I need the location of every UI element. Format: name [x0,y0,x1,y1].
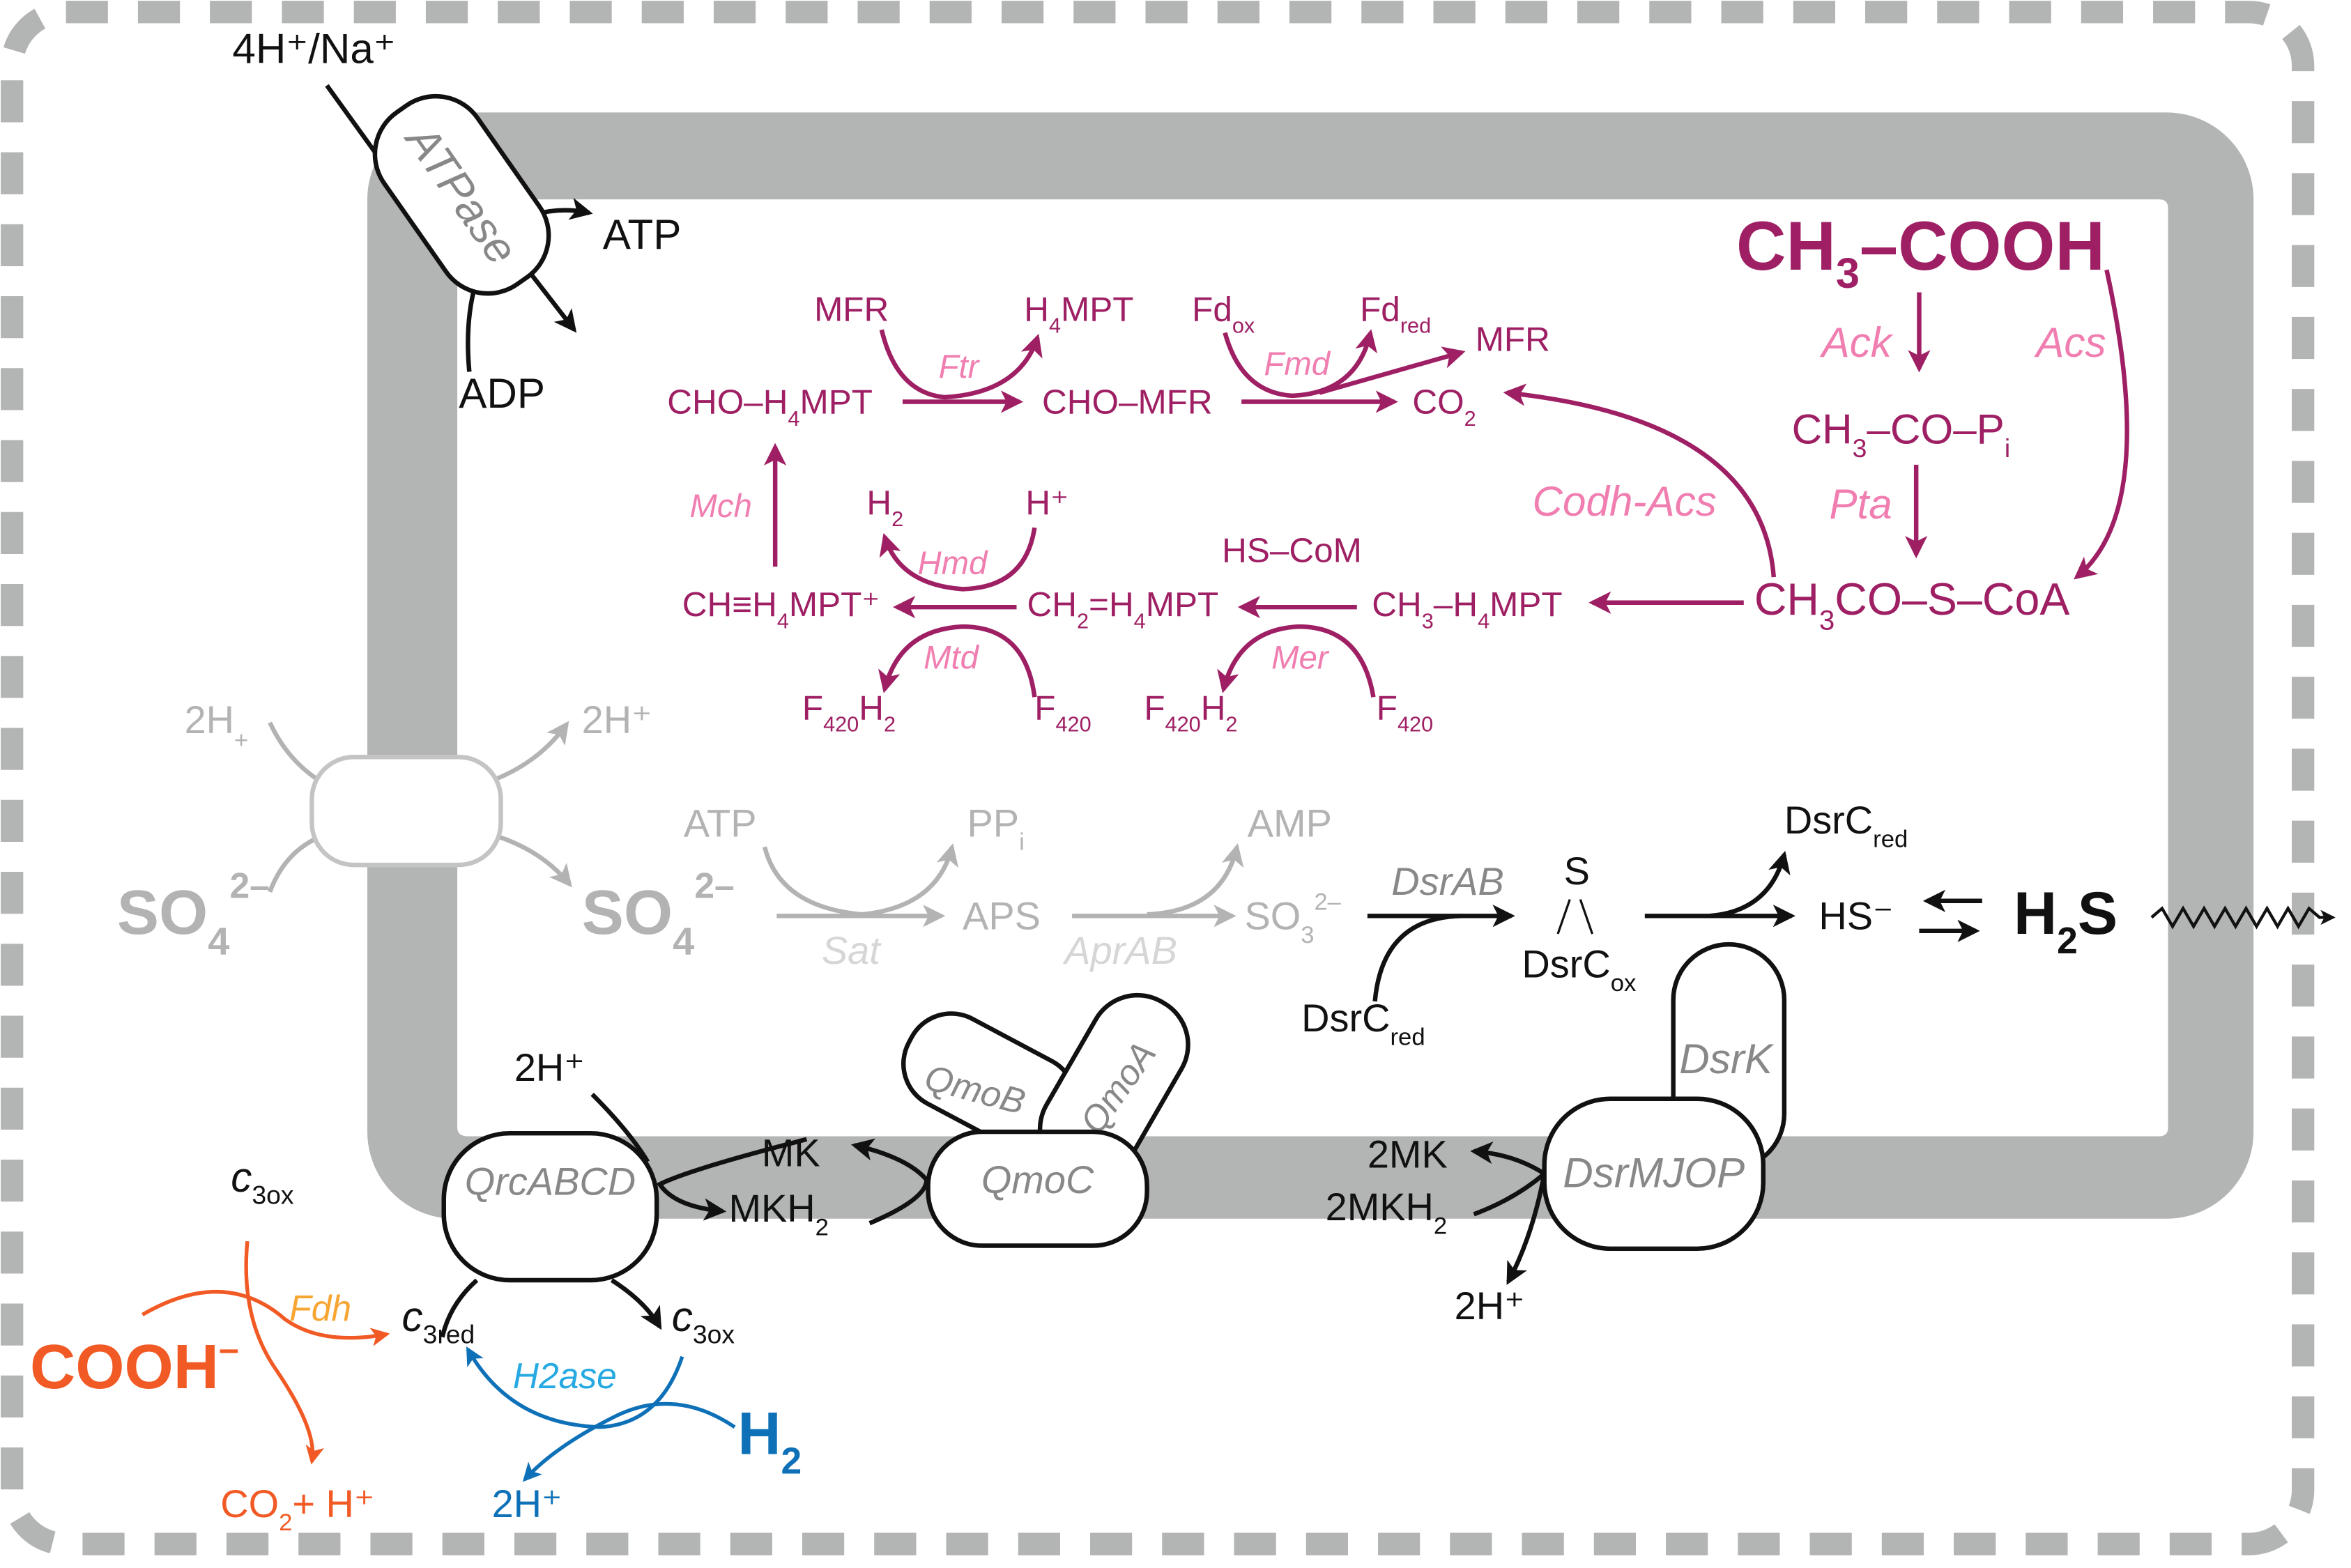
dsrc-red-in: DsrCred [1301,996,1425,1050]
f420-a: F420 [1034,689,1091,737]
methenyl-h4mpt: CH≡H4MPT⁺ [682,585,880,633]
sulfate-reduction: 2H+ 2H⁺ SO42– SO42– ATP PPi AMP Sat APS … [117,698,1342,972]
c3-reduced: c3red [402,1293,475,1348]
hs-com: HS–CoM [1222,532,1362,570]
methylene-h4mpt: CH2=H4MPT [1027,585,1219,633]
methyl-branch: MFR H4MPT Ftr Fdox Fdred MFR Fmd CHO–H4M… [667,290,1562,736]
mer-enzyme: Mer [1271,639,1330,676]
methyl-h4mpt: CH3–H4MPT [1372,585,1562,633]
atpase-protein [372,93,551,296]
atpase-group: ATPase 4H⁺/Na⁺ ATP ADP [232,24,681,417]
c3-ox-periplasm: c3ox [231,1153,294,1209]
mk-oxidized: MK [762,1131,820,1175]
h4mpt-out: H4MPT [1024,290,1133,337]
formyl-mfr: CHO–MFR [1042,383,1213,422]
ppi: PPi [967,801,1024,855]
acetyl-phosphate: CH3–CO–Pi [1792,406,2011,463]
co2-product: CO2 [1412,383,1476,431]
dsr-pathway: DsrAB S DsrCox DsrCred DsrCred HS⁻ H2S D… [1301,798,2336,1328]
amp: AMP [1248,801,1332,845]
fd-red: Fdred [1360,290,1431,337]
formyl-h4mpt: CHO–H4MPT [667,383,873,431]
ack-enzyme: Ack [1820,318,1894,366]
proton-out: 2H⁺ [582,698,652,741]
proton-in: 2H+ [185,698,249,754]
co2-plus-proton: CO2+ H⁺ [220,1482,374,1536]
codh-acs-enzyme: Codh-Acs [1532,477,1716,525]
h-plus: H⁺ [1025,484,1069,522]
acetate-substrate: CH3–COOH [1736,207,2105,297]
dsrab-enzyme: DsrAB [1391,859,1504,903]
fmd-enzyme: Fmd [1264,346,1331,383]
h2ase-enzyme: H2ase [513,1355,617,1396]
h2-product: H2 [866,484,903,531]
mkh2-reduced: MKH2 [728,1186,829,1240]
hydrogen-gas: H2 [737,1401,802,1482]
c3-oxidized: c3ox [672,1293,735,1348]
qmoc-protein [926,1129,1149,1248]
f420h2-b: F420H2 [1144,689,1237,737]
f420h2-a: F420H2 [802,689,896,737]
atp-label: ATP [603,210,682,258]
dsrk-label: DsrK [1679,1035,1775,1082]
mfr-out: MFR [1476,320,1550,358]
sat-enzyme: Sat [822,928,882,972]
mfr-in: MFR [814,290,889,328]
h2-protons: 2H⁺ [492,1482,562,1525]
formate: COOH– [30,1328,239,1402]
sulfur-atom: S [1564,849,1590,893]
hydrosulfide: HS⁻ [1818,894,1893,938]
sulfite: SO32– [1244,889,1341,948]
sulfate-outside: SO42– [117,865,270,963]
atpase-ion-label: 4H⁺/Na⁺ [232,24,395,72]
acetate-activation: CH3–COOH Ack Acs CH3–CO–Pi Pta CH3CO–S–C… [1503,207,2129,636]
outer-cell-boundary [1,1,2315,1555]
dsrc-red-out: DsrCred [1784,798,1908,852]
dsrc-ox: DsrCox [1522,941,1636,996]
periplasmic-electron-donors: c3ox Fdh COOH– CO2+ H⁺ H2ase H2 2H⁺ [30,1153,802,1536]
qrc-protons: 2H⁺ [514,1045,585,1089]
dsrmjop-protein [1542,1096,1766,1252]
atp-sat: ATP [684,801,757,845]
adp-label: ADP [459,369,545,417]
fd-ox: Fdox [1192,290,1255,337]
two-mkh2: 2MKH2 [1326,1185,1448,1239]
f420-b: F420 [1377,689,1433,737]
ftr-enzyme: Ftr [939,348,981,385]
acetyl-coa: CH3CO–S–CoA [1754,574,2070,636]
mch-enzyme: Mch [690,488,752,525]
dsr-protons: 2H⁺ [1455,1284,1525,1328]
qrc-qmo-complexes: 2H⁺ QrcABCD MK MKH2 QmoB QmoA QmoC c3red… [402,992,1190,1348]
mtd-enzyme: Mtd [924,639,980,676]
qrcabcd-protein [441,1130,659,1283]
sulfate-inside: SO42– [582,865,735,963]
two-mk: 2MK [1368,1132,1448,1176]
qrcabcd-label: QrcABCD [465,1159,636,1203]
hmd-enzyme: Hmd [918,545,989,582]
qmoc-label: QmoC [981,1158,1094,1201]
acs-enzyme: Acs [2034,318,2106,366]
hydrogen-sulfide: H2S [2014,880,2118,962]
pta-enzyme: Pta [1829,480,1892,528]
sulfate-transporter [309,755,503,868]
h2s-diffusion-arrow [2150,905,2336,930]
dsrmjop-label: DsrMJOP [1563,1149,1745,1197]
fdh-enzyme: Fdh [289,1288,351,1328]
aprab-enzyme: AprAB [1062,928,1177,972]
aps: APS [963,894,1041,938]
